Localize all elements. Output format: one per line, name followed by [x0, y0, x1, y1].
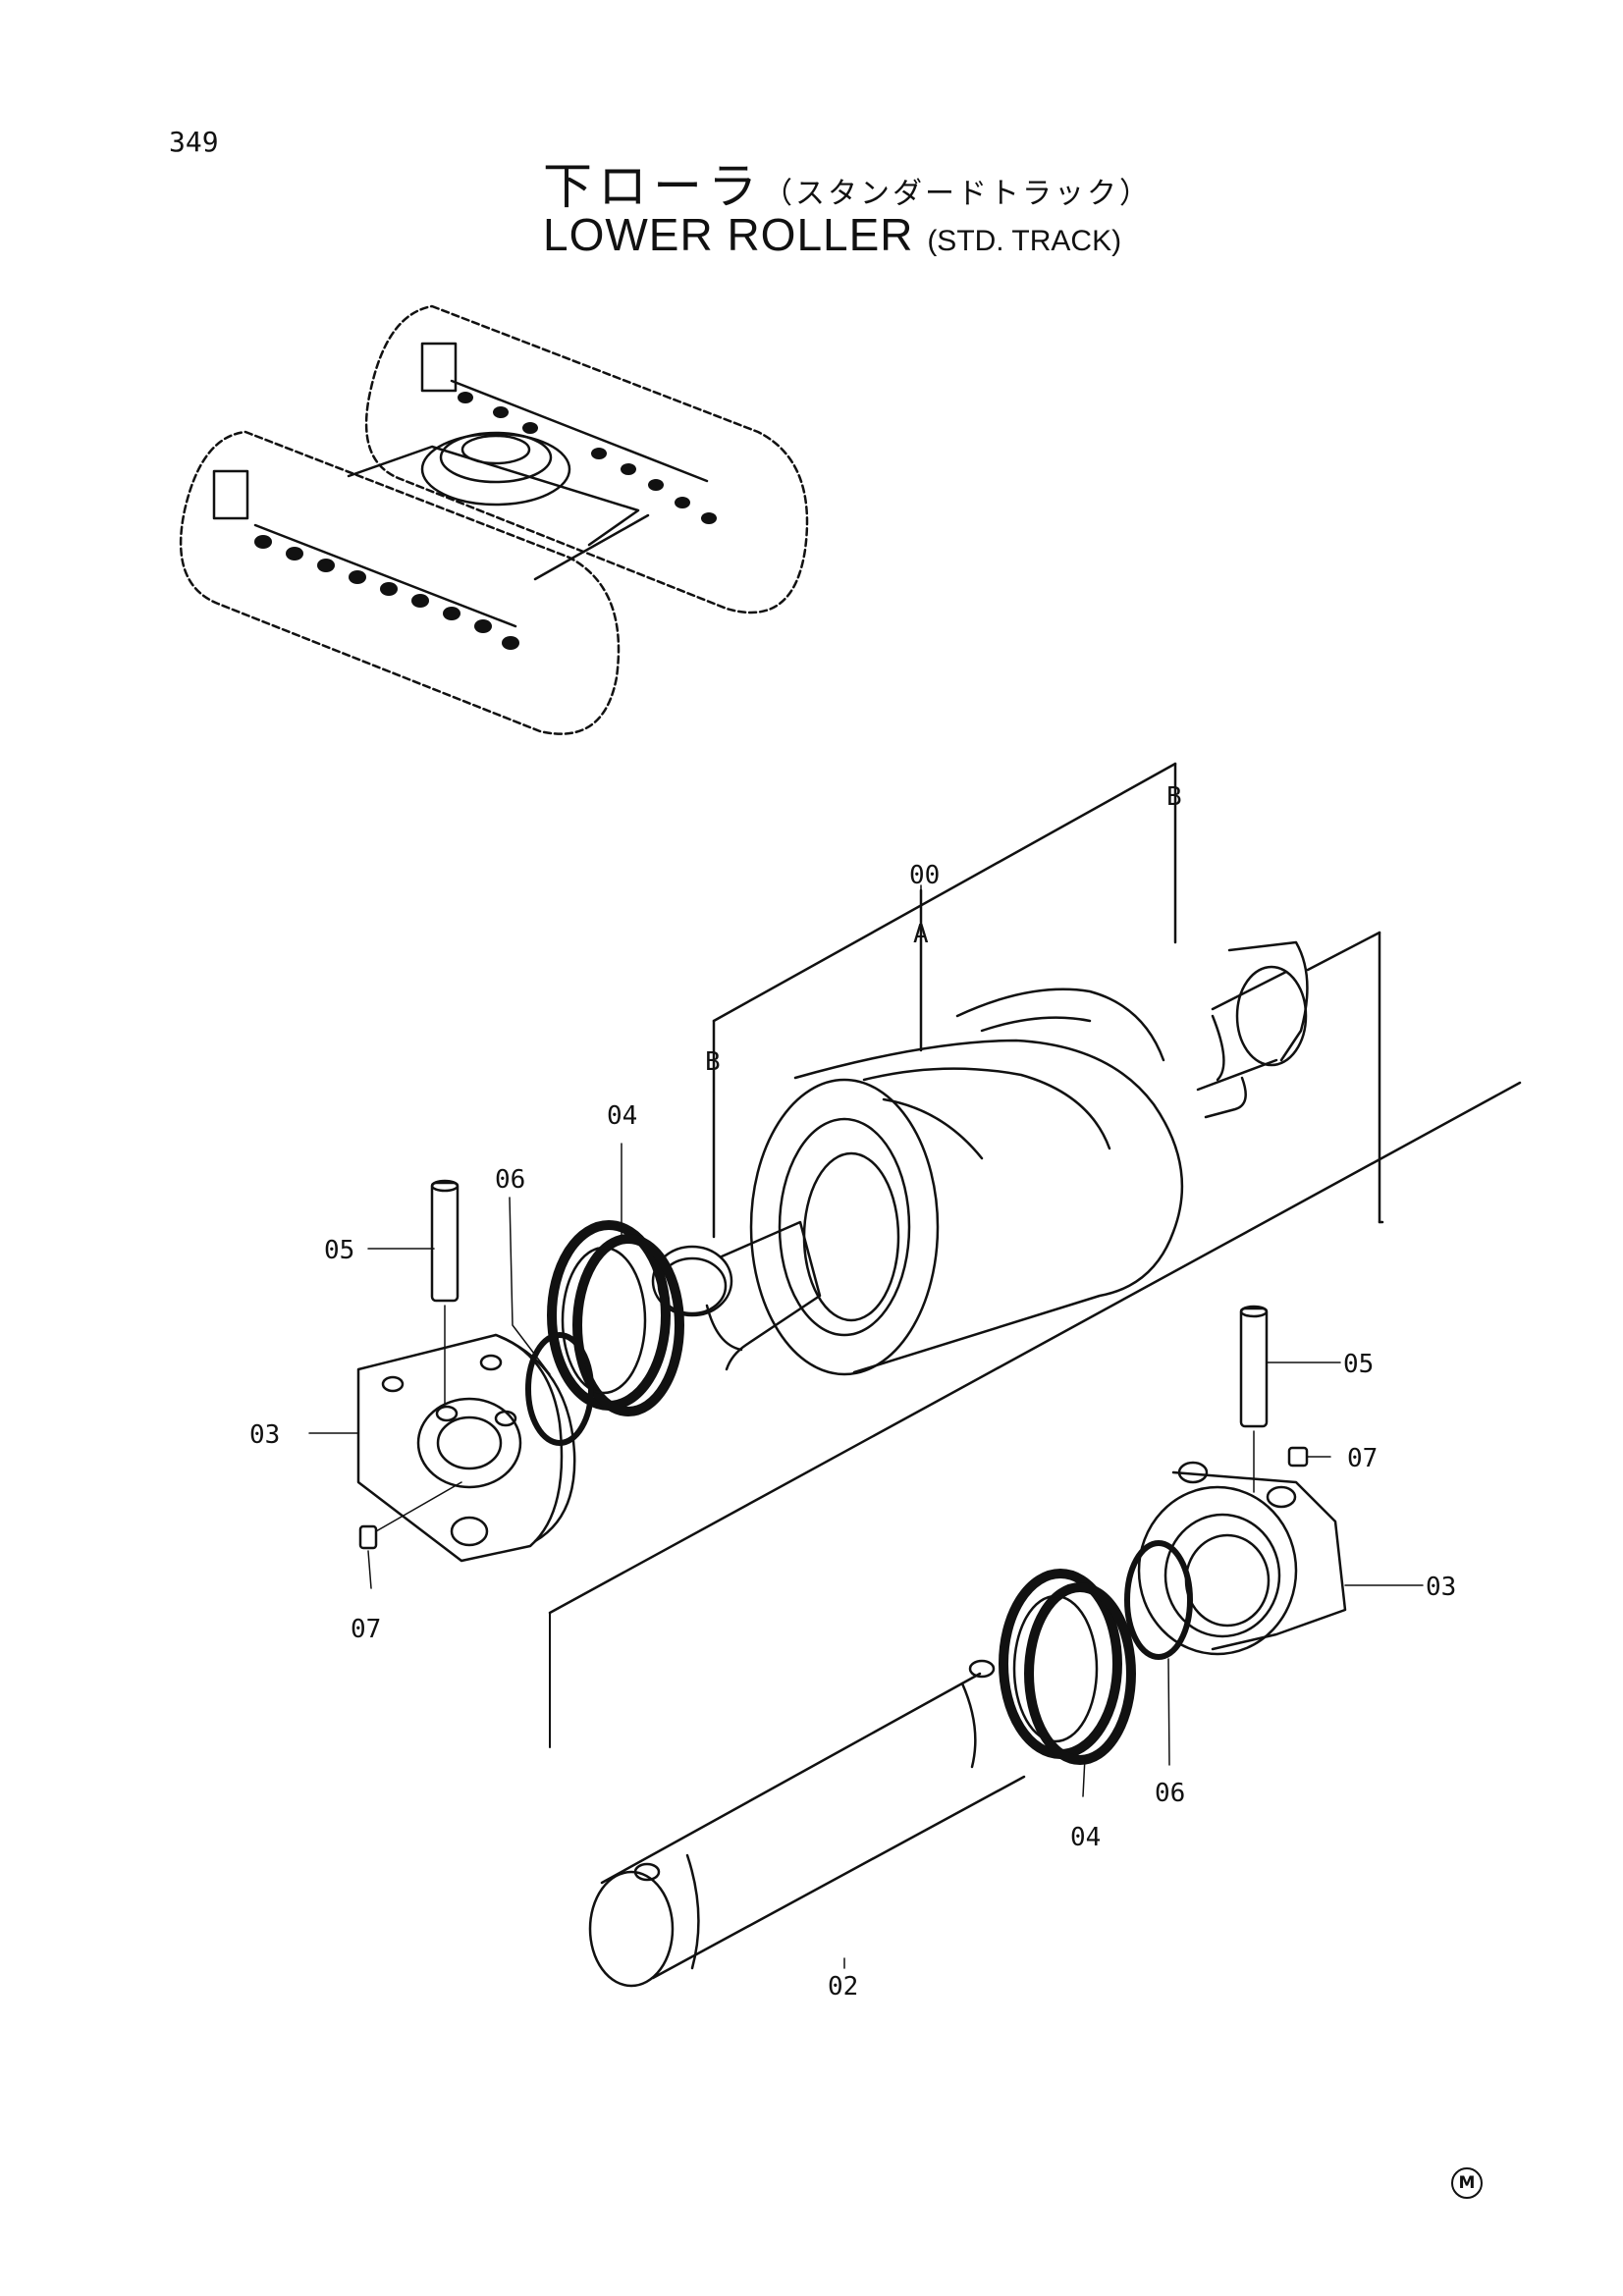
callout-oring-06-left: 06	[495, 1165, 525, 1195]
left-plug	[358, 1481, 462, 1550]
callout-pin-05-left: 05	[324, 1236, 354, 1265]
callout-assembly-00: 00	[909, 861, 940, 890]
left-o-ring	[525, 1332, 594, 1446]
right-pin	[1239, 1305, 1269, 1493]
title-english-main: LOWER ROLLER	[543, 209, 914, 260]
callout-roller-a: A	[913, 920, 929, 949]
callout-seal-04-left: 04	[607, 1101, 637, 1131]
undercarriage-overview-illustration	[179, 304, 809, 735]
left-bracket	[356, 1333, 576, 1563]
callout-plug-07-left: 07	[351, 1615, 381, 1644]
corner-mark-badge: M	[1451, 2167, 1483, 2199]
left-collar	[651, 1220, 822, 1371]
page-title-japanese: 下ローラ（スタンダードトラック）	[543, 147, 1152, 218]
page-title-english: LOWER ROLLER (STD. TRACK)	[543, 208, 1121, 261]
right-floating-seal	[999, 1569, 1136, 1765]
callout-plug-07-right: 07	[1347, 1444, 1378, 1473]
roller-shaft	[548, 1081, 1522, 1988]
callout-seal-04-right: 04	[1070, 1823, 1101, 1852]
right-bracket	[1137, 1461, 1347, 1656]
left-pin	[430, 1179, 460, 1405]
lower-roller-body	[749, 940, 1309, 1376]
left-floating-seal	[547, 1220, 684, 1416]
callout-collar-b-top: B	[1166, 782, 1182, 812]
right-plug	[1287, 1446, 1309, 1468]
title-japanese-sub: （スタンダードトラック）	[763, 177, 1152, 211]
callout-bracket-03-left: 03	[249, 1420, 280, 1450]
callout-pin-05-right: 05	[1343, 1350, 1374, 1379]
title-english-sub: (STD. TRACK)	[927, 225, 1122, 257]
title-japanese-main: 下ローラ	[543, 158, 763, 215]
page-number: 349	[169, 126, 219, 158]
callout-oring-06-right: 06	[1155, 1779, 1185, 1808]
assembly-bracket-lines	[712, 762, 1384, 1239]
callout-collar-b-left: B	[705, 1047, 721, 1077]
callout-bracket-03-right: 03	[1426, 1573, 1456, 1602]
callout-shaft-02: 02	[828, 1972, 858, 2002]
right-o-ring	[1124, 1540, 1193, 1660]
callout-leader-lines	[308, 810, 1424, 1969]
